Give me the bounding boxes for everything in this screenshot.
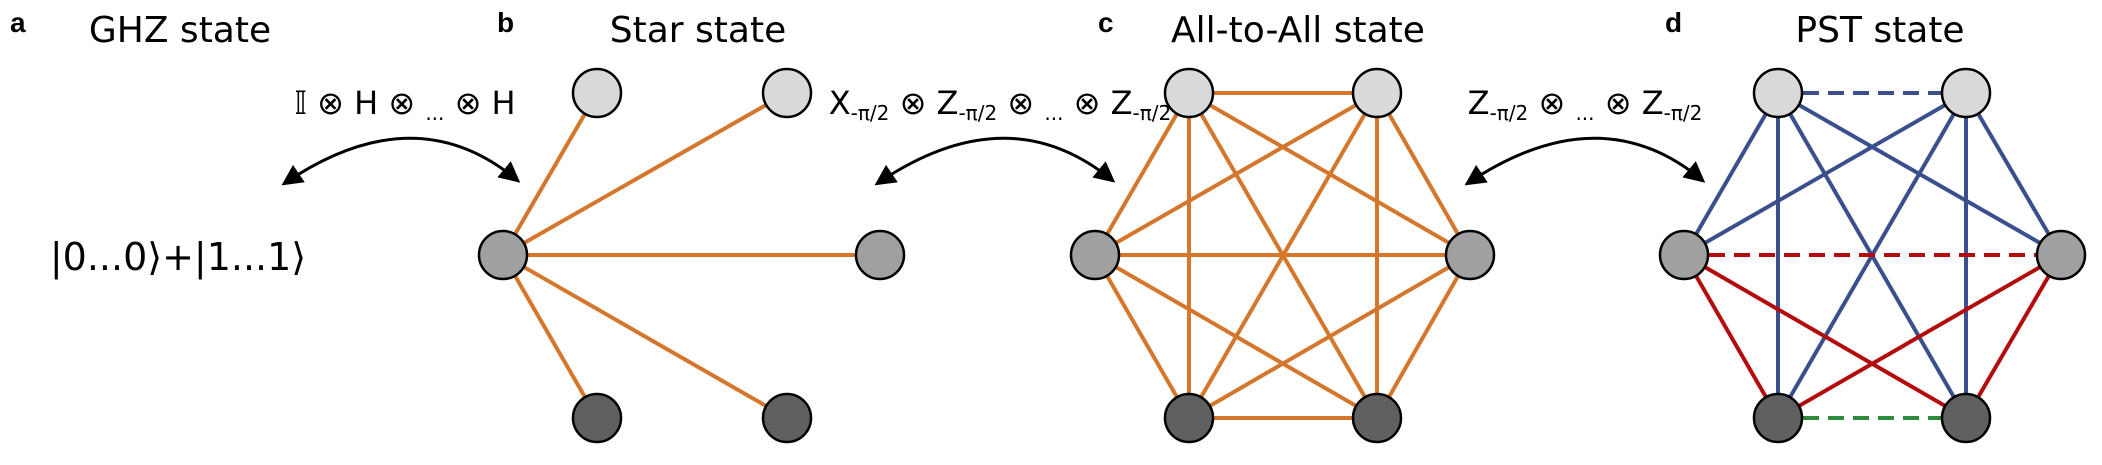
star-node-4 <box>571 392 623 444</box>
arrow-star-all <box>874 136 1116 186</box>
transform-0-part-0: 𝕀 <box>294 84 307 122</box>
arrow-all-pst <box>1464 136 1706 186</box>
panel-d-title: PST state <box>1795 10 1964 51</box>
ghz-ket: |0...0⟩+|1...1⟩ <box>50 235 306 280</box>
star-edge-2-5 <box>502 253 788 420</box>
arrow-ghz-star <box>281 136 521 186</box>
star-edge-2-0 <box>501 91 599 257</box>
panel-c-letter: c <box>1098 7 1114 38</box>
all_to_all-node-3 <box>1444 229 1496 281</box>
all_to_all-edge-3-4 <box>1187 253 1472 420</box>
star-node-0 <box>571 67 623 119</box>
star-node-1 <box>761 67 813 119</box>
transform-2-part-1: -π/2 <box>1490 101 1529 125</box>
all_to_all-edge-1-2 <box>1094 91 1378 257</box>
pst-node-3 <box>2035 229 2087 281</box>
transform-2-part-4: ⊗ Z <box>1595 84 1664 122</box>
transform-2-part-2: ⊗ <box>1528 84 1575 122</box>
panel-b-letter: b <box>497 7 514 38</box>
transform-0-part-1: ⊗ H ⊗ <box>307 84 425 122</box>
panel-c-title: All-to-All state <box>1171 10 1425 51</box>
panel-a-letter: a <box>10 7 26 38</box>
transform-label-star-to-all: X-π/2 ⊗ Z-π/2 ⊗ ... ⊗ Z-π/2 <box>829 84 1172 125</box>
transform-1-part-4: ⊗ <box>997 84 1044 122</box>
all_to_all-edge-2-5 <box>1093 253 1379 420</box>
pst-edge-2-4 <box>1682 254 1780 419</box>
pst-graph <box>1658 67 2087 444</box>
transform-label-all-to-pst: Z-π/2 ⊗ ... ⊗ Z-π/2 <box>1468 84 1703 125</box>
transform-1-part-3: -π/2 <box>958 101 997 125</box>
pst-node-2 <box>1658 229 1710 281</box>
transform-1-part-6: ⊗ Z <box>1063 84 1132 122</box>
all_to_all-edge-3-5 <box>1375 254 1472 419</box>
all_to_all-node-2 <box>1069 229 1121 281</box>
all_to_all-node-0 <box>1163 67 1215 119</box>
all_to_all-edge-2-4 <box>1093 254 1191 419</box>
all-to-all-graph <box>1069 67 1496 444</box>
transform-1-part-0: X <box>829 84 851 122</box>
transform-1-part-7: -π/2 <box>1133 101 1172 125</box>
pst-edge-1-2 <box>1683 91 1967 257</box>
panel-b-title: Star state <box>610 10 786 51</box>
star-edge-2-1 <box>502 91 788 257</box>
all_to_all-node-5 <box>1351 392 1403 444</box>
star-node-5 <box>761 392 813 444</box>
transform-label-ghz-to-star: 𝕀 ⊗ H ⊗ ... ⊗ H <box>294 84 515 125</box>
transform-1-part-1: -π/2 <box>851 101 890 125</box>
panel-a-title: GHZ state <box>89 10 271 51</box>
pst-edge-0-2 <box>1682 91 1780 257</box>
transform-2-part-5: -π/2 <box>1664 101 1703 125</box>
pst-edge-2-5 <box>1682 253 1968 420</box>
star-node-3 <box>854 229 906 281</box>
all_to_all-node-1 <box>1351 67 1403 119</box>
pst-edge-3-4 <box>1777 253 2062 420</box>
transform-0-part-2: ... <box>425 101 444 125</box>
pst-edge-1-3 <box>1964 91 2063 257</box>
transform-0-part-3: ⊗ H <box>444 84 515 122</box>
star-node-2 <box>477 229 529 281</box>
pst-node-0 <box>1752 67 1804 119</box>
transform-2-part-0: Z <box>1468 84 1490 122</box>
panel-d-letter: d <box>1665 7 1682 38</box>
star-edge-2-4 <box>501 254 599 419</box>
pst-node-1 <box>1940 67 1992 119</box>
transform-2-part-3: ... <box>1575 101 1594 125</box>
transform-1-part-2: ⊗ Z <box>889 84 958 122</box>
transform-1-part-5: ... <box>1044 101 1063 125</box>
star-graph <box>477 67 906 444</box>
pst-node-4 <box>1752 392 1804 444</box>
all_to_all-edge-0-2 <box>1093 91 1191 257</box>
pst-edge-3-5 <box>1964 253 2063 420</box>
all_to_all-node-4 <box>1163 392 1215 444</box>
pst-node-5 <box>1940 392 1992 444</box>
all_to_all-edge-1-3 <box>1375 92 1472 256</box>
